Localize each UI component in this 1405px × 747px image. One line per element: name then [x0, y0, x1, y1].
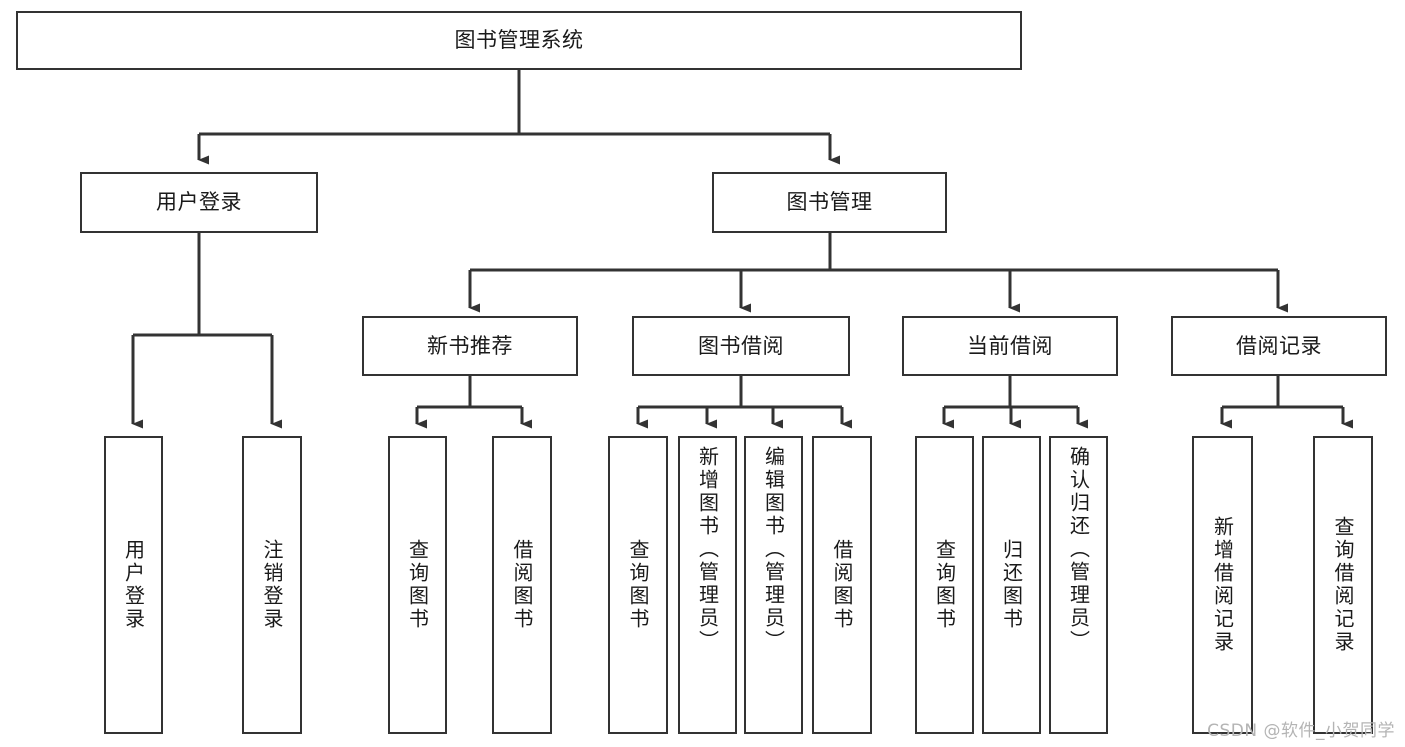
leaf-borrow-add-book-admin[interactable]: 新增图书（管理员） — [678, 436, 737, 734]
leaf-current-return-book[interactable]: 归还图书 — [982, 436, 1041, 734]
leaf-user-login-signout[interactable]: 注销登录 — [242, 436, 302, 734]
node-root-system[interactable]: 图书管理系统 — [16, 11, 1022, 70]
leaf-borrow-query-book-label: 查询图书 — [626, 539, 650, 631]
node-new-book-recommendation-label: 新书推荐 — [427, 333, 513, 358]
node-book-borrowing[interactable]: 图书借阅 — [632, 316, 850, 376]
leaf-current-query-book-label: 查询图书 — [932, 539, 957, 631]
leaf-borrow-add-book-admin-label: 新增图书（管理员） — [695, 446, 720, 653]
leaf-borrow-edit-book-admin[interactable]: 编辑图书（管理员） — [744, 436, 803, 734]
leaf-borrow-query-book[interactable]: 查询图书 — [608, 436, 668, 734]
leaf-borrow-edit-book-admin-label: 编辑图书（管理员） — [761, 446, 786, 653]
leaf-new-book-query-label: 查询图书 — [405, 539, 430, 631]
leaf-records-query-record[interactable]: 查询借阅记录 — [1313, 436, 1373, 734]
csdn-watermark: CSDN @软件_小贺同学 — [1207, 721, 1395, 741]
leaf-new-book-borrow-label: 借阅图书 — [510, 539, 534, 631]
node-user-login[interactable]: 用户登录 — [80, 172, 318, 233]
leaf-current-query-book[interactable]: 查询图书 — [915, 436, 974, 734]
leaf-new-book-borrow[interactable]: 借阅图书 — [492, 436, 552, 734]
leaf-records-query-record-label: 查询借阅记录 — [1331, 516, 1355, 654]
node-user-login-label: 用户登录 — [156, 190, 242, 215]
node-borrowing-records-label: 借阅记录 — [1236, 333, 1322, 358]
leaf-borrow-borrow-book[interactable]: 借阅图书 — [812, 436, 872, 734]
leaf-current-confirm-return-admin[interactable]: 确认归还（管理员） — [1049, 436, 1108, 734]
node-root-system-label: 图书管理系统 — [454, 28, 584, 53]
node-borrowing-records[interactable]: 借阅记录 — [1171, 316, 1387, 376]
leaf-records-add-record[interactable]: 新增借阅记录 — [1192, 436, 1253, 734]
leaf-records-add-record-label: 新增借阅记录 — [1210, 516, 1235, 654]
leaf-new-book-query[interactable]: 查询图书 — [388, 436, 447, 734]
leaf-user-login-signout-label: 注销登录 — [260, 539, 284, 631]
leaf-user-login-signin-label: 用户登录 — [121, 539, 146, 631]
node-book-management-label: 图书管理 — [786, 190, 873, 215]
node-current-borrowing-label: 当前借阅 — [967, 333, 1053, 358]
leaf-user-login-signin[interactable]: 用户登录 — [104, 436, 163, 734]
node-new-book-recommendation[interactable]: 新书推荐 — [362, 316, 578, 376]
leaf-borrow-borrow-book-label: 借阅图书 — [830, 539, 854, 631]
node-book-borrowing-label: 图书借阅 — [698, 333, 784, 358]
node-current-borrowing[interactable]: 当前借阅 — [902, 316, 1118, 376]
leaf-current-return-book-label: 归还图书 — [999, 539, 1024, 631]
leaf-current-confirm-return-admin-label: 确认归还（管理员） — [1066, 446, 1091, 653]
node-book-management[interactable]: 图书管理 — [712, 172, 947, 233]
